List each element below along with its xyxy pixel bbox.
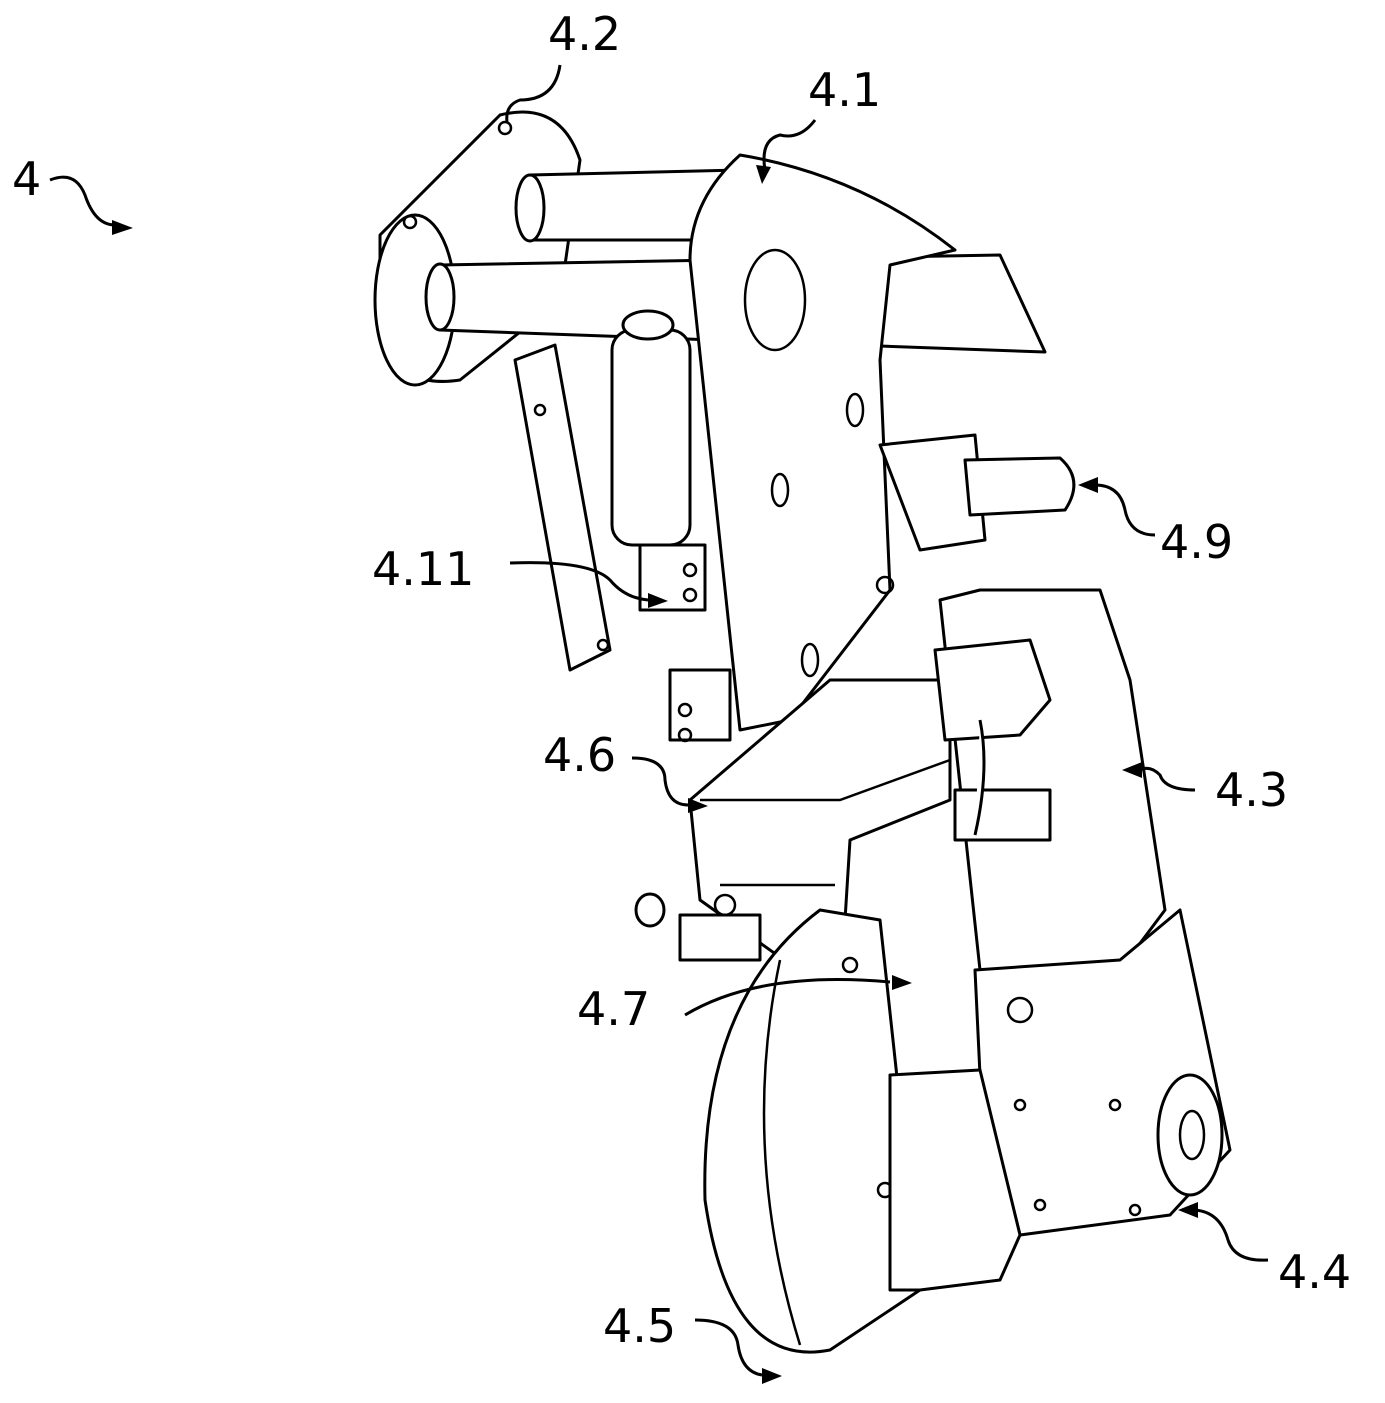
label-text: 4: [12, 152, 41, 206]
gearbox-4-4: [890, 910, 1230, 1290]
wheel-4-5: [705, 910, 920, 1352]
label-text: 4.11: [372, 542, 474, 596]
side-bracket: [515, 345, 610, 670]
part-4-9: [880, 435, 1074, 550]
label-4-2: 4.2: [507, 7, 621, 122]
flange-4-2: [375, 112, 580, 385]
label-text: 4.6: [543, 728, 616, 782]
label-text: 4.7: [577, 982, 650, 1036]
label-text: 4.4: [1278, 1245, 1351, 1299]
label-text: 4.9: [1160, 515, 1233, 569]
label-4: 4: [12, 152, 133, 235]
motor-4-3: [935, 590, 1165, 970]
label-text: 4.1: [808, 63, 881, 117]
label-text: 4.3: [1215, 763, 1288, 817]
label-4-4: 4.4: [1178, 1202, 1351, 1299]
label-text: 4.5: [603, 1299, 676, 1353]
label-4-11: 4.11: [372, 542, 668, 608]
label-4-9: 4.9: [1078, 477, 1233, 569]
label-text: 4.2: [548, 7, 621, 61]
